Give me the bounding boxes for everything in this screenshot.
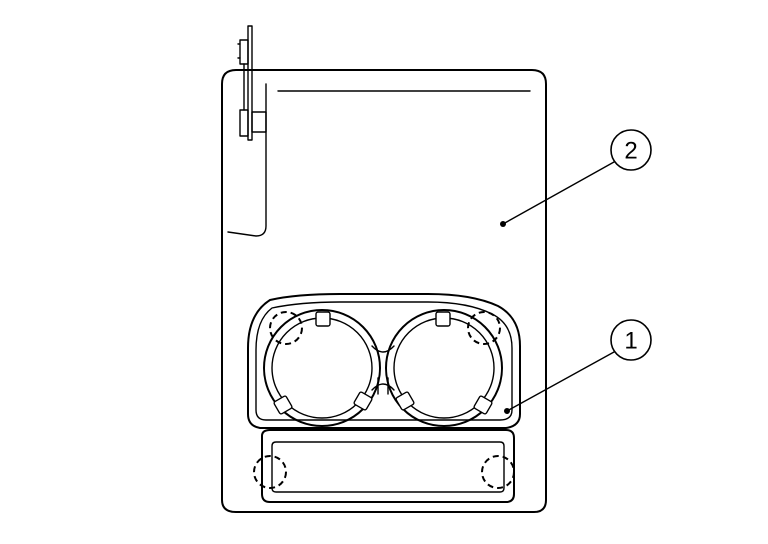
callout-1: 1 xyxy=(504,319,652,414)
dashed-clip-marker-icon xyxy=(467,311,501,345)
bracket-icon xyxy=(237,25,267,141)
dashed-clip-marker-icon xyxy=(253,455,287,489)
callout-1-label: 1 xyxy=(624,328,637,355)
dashed-clip-marker-icon xyxy=(269,311,303,345)
callout-2-label: 2 xyxy=(624,138,637,165)
dashed-clip-marker-icon xyxy=(481,455,515,489)
callout-2: 2 xyxy=(500,129,652,227)
cup-holder-assembly xyxy=(247,293,521,503)
console-panel xyxy=(221,69,547,513)
